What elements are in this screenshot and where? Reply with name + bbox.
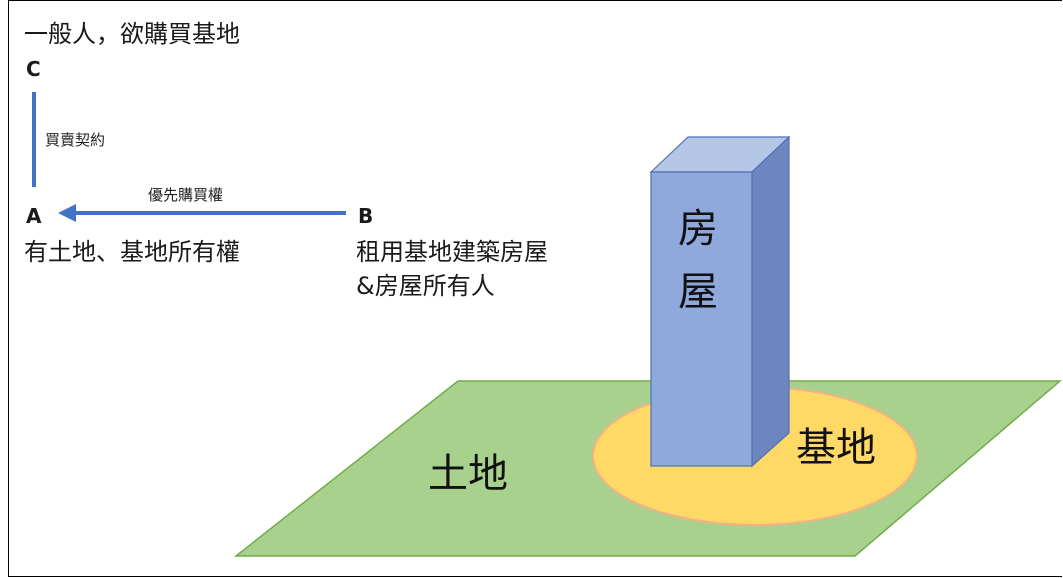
party-b-desc-line1: 租用基地建築房屋	[356, 238, 548, 266]
house-label-line1: 房	[678, 206, 718, 252]
priority-label: 優先購買權	[148, 186, 224, 204]
party-b-letter: B	[358, 204, 374, 228]
title-text: 一般人，欲購買基地	[24, 20, 240, 48]
party-a-desc: 有土地、基地所有權	[24, 238, 240, 266]
house-side-face	[751, 135, 790, 468]
party-b-desc-line2: &房屋所有人	[356, 272, 495, 300]
house-front-face	[650, 171, 753, 467]
base-label: 基地	[796, 425, 876, 471]
party-a-letter: A	[26, 204, 42, 228]
priority-arrow-head	[58, 204, 76, 222]
party-c-letter: C	[26, 57, 41, 81]
contract-label: 買賣契約	[45, 131, 106, 149]
land-label: 土地	[428, 451, 508, 497]
house-label-line2: 屋	[678, 269, 718, 315]
